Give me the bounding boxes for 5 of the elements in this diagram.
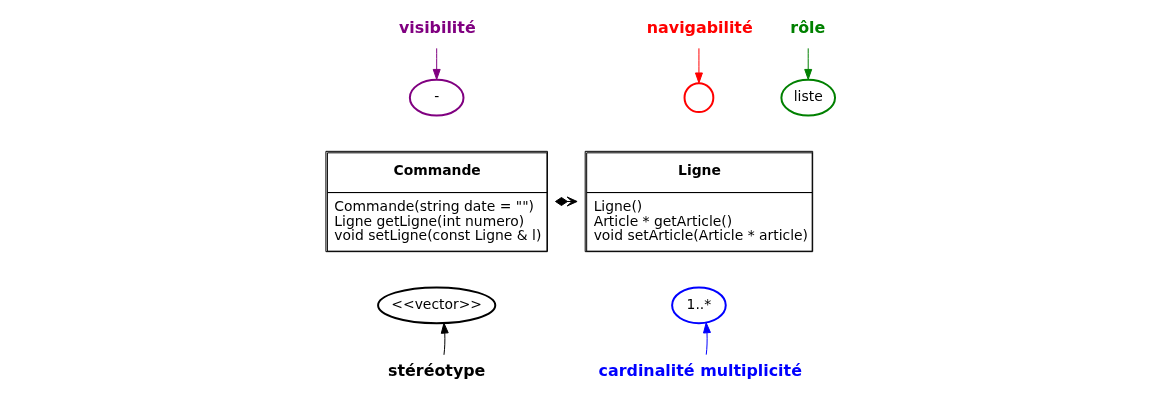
node-text: navigabilité	[646, 17, 753, 37]
node-text: rôle	[790, 17, 826, 37]
node-text: cardinalité multiplicité	[598, 360, 802, 380]
node-text: stéréotype	[388, 360, 486, 380]
node-text: visibilité	[398, 17, 476, 37]
